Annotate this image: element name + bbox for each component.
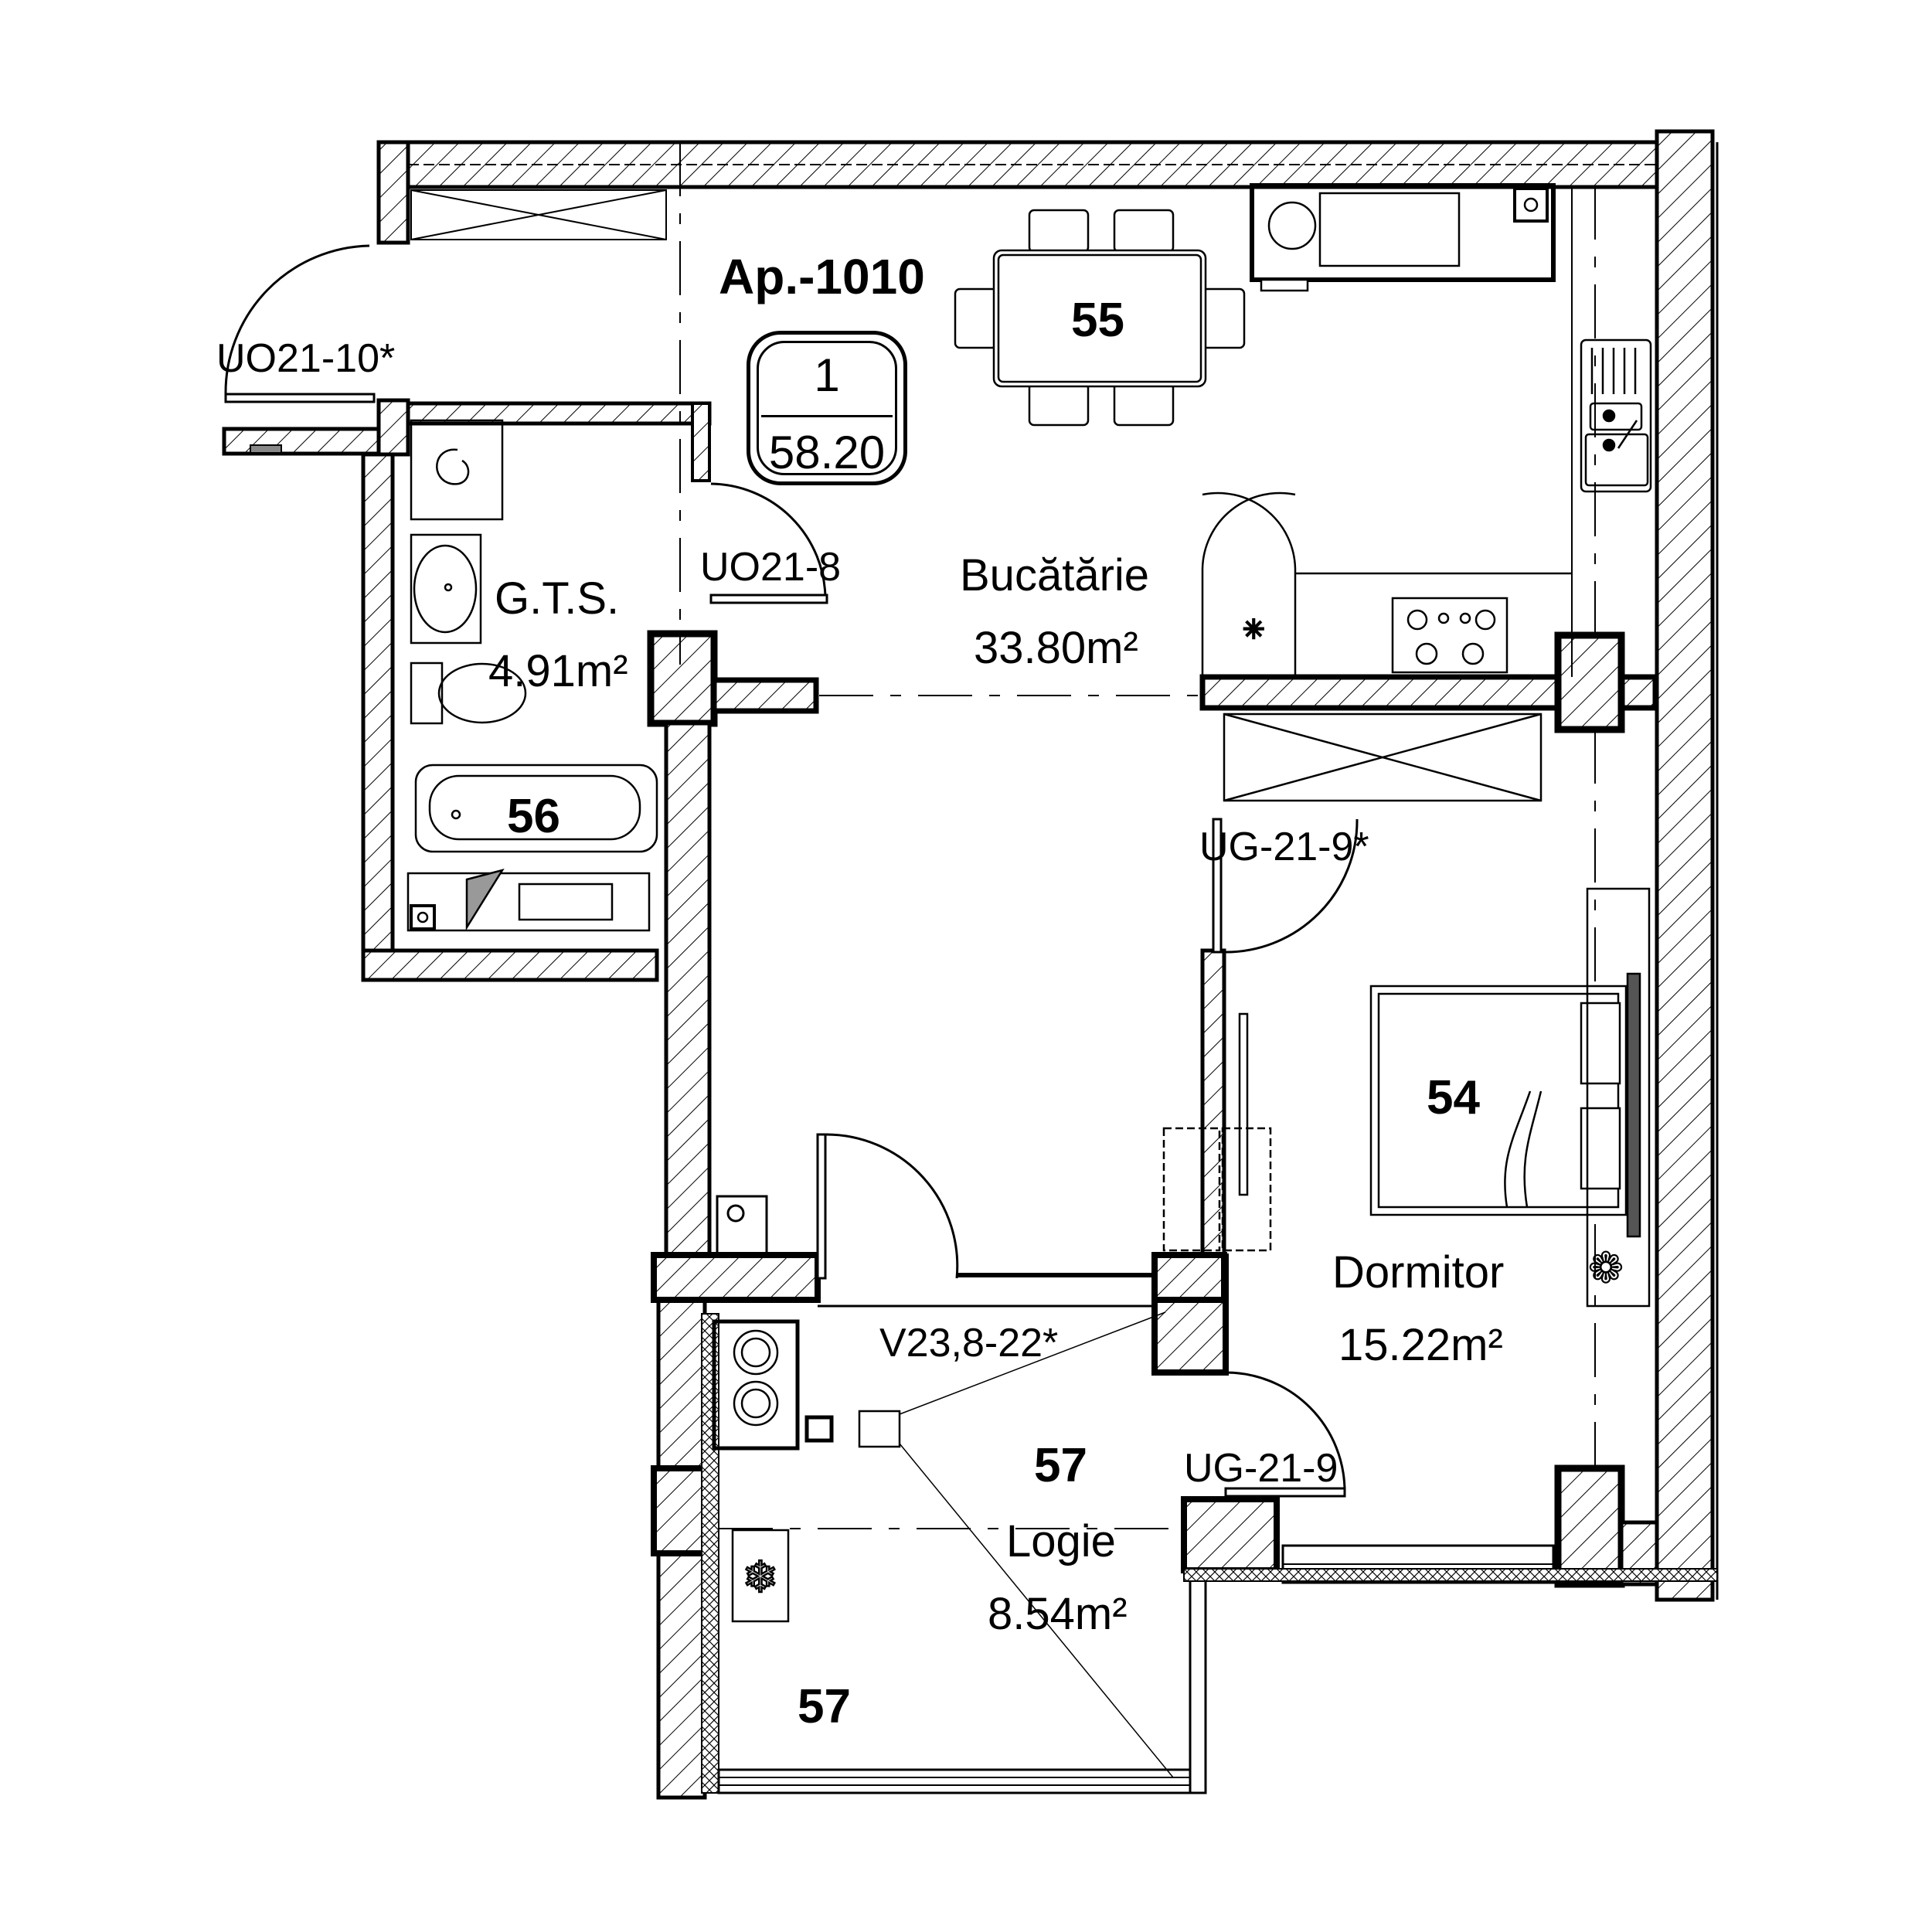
loggia-area: 8.54m² (988, 1589, 1128, 1639)
bed (1369, 887, 1651, 1308)
loggia-door-swing (716, 1133, 1155, 1308)
bedroom-door-swing-top (1212, 818, 1359, 954)
plant-icon: ❁ (1588, 1243, 1624, 1294)
wardrobe (1223, 713, 1543, 802)
bathroom-name: G.T.S. (495, 573, 620, 624)
apartment-badge: 1 58.20 (747, 331, 907, 485)
bathroom-fixtures (406, 419, 658, 932)
bathtub-tag: 56 (507, 790, 560, 843)
badge-total-area: 58.20 (768, 427, 886, 478)
bathroom-area: 4.91m² (488, 646, 628, 696)
loggia-fixtures: ❄ (712, 1311, 1174, 1778)
bedroom-area: 15.22m² (1338, 1320, 1503, 1370)
snowflake-icon: ❄ (743, 1553, 779, 1603)
badge-frame (757, 341, 897, 475)
loggia-floor-tag: 57 (798, 1680, 851, 1733)
badge-divider (761, 415, 893, 417)
bathroom-door-code: UO21-8 (700, 545, 842, 590)
entrance-door-swing (224, 244, 376, 403)
bedroom-name: Dormitor (1332, 1247, 1505, 1298)
loggia-window-tag: 57 (1034, 1439, 1087, 1492)
kitchen-area: 33.80m² (974, 623, 1138, 673)
kitchen-name: Bucătărie (960, 550, 1150, 600)
bedroom-door-swing-bottom (1224, 1371, 1346, 1498)
dining-table-tag: 55 (1071, 294, 1124, 347)
exterior-walls (222, 129, 1719, 1800)
bathroom-door-swing (709, 482, 828, 604)
bedroom-door-code-top: UG-21-9* (1199, 825, 1369, 869)
badge-room-count: 1 (814, 349, 840, 401)
kitchen-fixtures: ✳ (1201, 183, 1652, 677)
entrance-door-code: UO21-10* (216, 336, 396, 381)
closet (410, 189, 667, 240)
dining-table (954, 209, 1246, 427)
desk (1162, 1012, 1272, 1252)
loggia-name: Logie (1006, 1516, 1116, 1566)
loggia-window-code: V23,8-22* (879, 1321, 1059, 1366)
bedroom-door-code-bottom: UG-21-9 (1184, 1446, 1338, 1491)
apartment-title: Ap.-1010 (719, 249, 925, 304)
bed-tag: 54 (1427, 1071, 1480, 1124)
svg-text:✳: ✳ (1243, 615, 1265, 645)
